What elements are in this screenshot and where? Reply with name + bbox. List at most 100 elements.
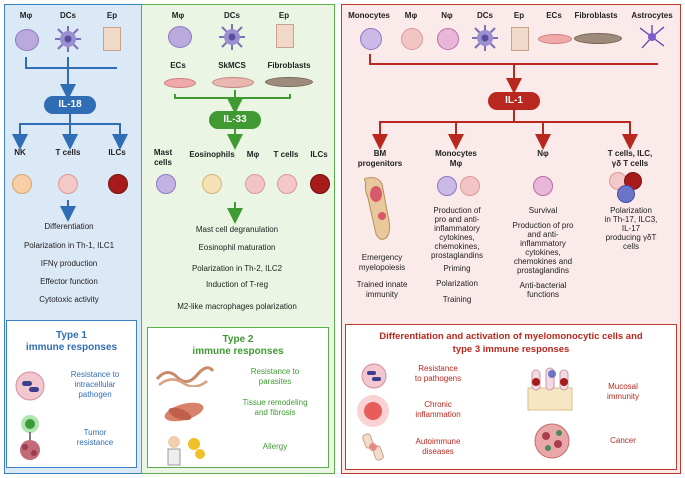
target-neutrophil: Nφ (537, 149, 549, 158)
bm-effect: Trained innate (356, 280, 408, 289)
type3-item-text: inflammation (415, 410, 461, 419)
neutrophil-effect: and anti- (527, 230, 559, 239)
cell-label-skmcs: SkMCS (218, 61, 246, 70)
t-cell-icon (58, 174, 78, 194)
cell-label-ep: Ep (513, 11, 525, 20)
t-cell-icon (277, 174, 297, 194)
il33-effect: Induction of T-reg (205, 280, 269, 289)
target-monocytes-line1: Monocytes (435, 149, 477, 158)
il33-effect: Polarization in Th-2, ILC2 (191, 264, 283, 273)
cell-label-ep: Ep (278, 11, 290, 20)
monocyte-effect: prostaglandins (430, 251, 484, 260)
gd-t-cell-icon (617, 185, 635, 203)
cell-label-dcs: DCs (476, 11, 493, 20)
type2-box (147, 327, 329, 468)
fibroblast-icon (574, 33, 622, 44)
il18-effect: Polarization in Th-1, ILC1 (23, 241, 115, 250)
cell-label-dcs: DCs (59, 11, 76, 20)
type1-title-line1: Type 1 (56, 330, 87, 341)
neutrophil-effect: functions (526, 290, 560, 299)
inflammation-icon (357, 395, 389, 427)
tumor-icon (20, 415, 40, 460)
skeletal-muscle-cell-icon (212, 77, 254, 88)
parasite-icon (155, 366, 215, 387)
neutrophil-effect: cytokines, (525, 248, 561, 257)
monocyte-effect: Production of (433, 206, 481, 215)
t-cell-effect: in Th-17, ILC3, (604, 215, 658, 224)
type2-title-line2: immune responses (192, 346, 284, 357)
il18-effect: Differentiation (44, 222, 94, 231)
bm-effect: immunity (365, 290, 398, 299)
type3-item-text: immunity (606, 392, 639, 401)
neutrophil-effect: Survival (528, 206, 558, 215)
type1-item-text: pathogen (78, 390, 112, 399)
pathogen-cell-icon (361, 363, 387, 389)
il18-hub: IL-18 (44, 96, 96, 114)
target-macrophage: Mφ (246, 150, 260, 159)
il33-effect: Mast cell degranulation (195, 225, 279, 234)
ilc-cell-icon (108, 174, 128, 194)
epithelial-cell-icon (103, 27, 121, 51)
neutrophil-icon (533, 176, 553, 196)
cancer-icon (534, 423, 570, 459)
target-t-cells: T cells (273, 150, 299, 159)
allergy-icon (167, 436, 205, 466)
monocyte-effect: Priming (443, 264, 471, 273)
dendritic-cell-icon (472, 25, 498, 51)
macrophage-icon (15, 29, 39, 51)
t-cell-effect: IL-17 (621, 224, 641, 233)
type3-item-text: to pathogens (414, 374, 462, 383)
target-ilcs: ILCs (310, 150, 328, 159)
type3-title-line2: type 3 immune responses (452, 344, 570, 355)
cell-label-ecs: ECs (546, 11, 562, 20)
monocyte-effect: cytokines, (439, 233, 475, 242)
neutrophil-effect: inflammatory (520, 239, 566, 248)
target-ilcs: ILCs (108, 148, 126, 157)
macrophage-icon (168, 26, 192, 48)
mast-cell-icon (156, 174, 176, 194)
neutrophil-icon (437, 28, 459, 50)
target-bm-line1: BM (373, 149, 387, 158)
monocyte-icon (437, 176, 457, 196)
nk-cell-icon (12, 174, 32, 194)
epithelial-cell-icon (276, 24, 294, 48)
joint-icon (362, 433, 384, 461)
t-cell-effect: Polarization (610, 206, 652, 215)
type2-item-text: Tissue remodeling (242, 398, 308, 407)
astrocyte-icon (639, 25, 665, 49)
type1-item-text: Resistance to (70, 370, 120, 379)
t-cell-effect: producing γδT (605, 233, 657, 242)
cell-label-macrophage: Mφ (19, 11, 33, 20)
monocyte-effect: chemokines, (434, 242, 480, 251)
type2-item-text: and fibrosis (254, 408, 296, 417)
macrophage-icon (245, 174, 265, 194)
type3-item-text: Chronic (424, 400, 452, 409)
dendritic-cell-icon (219, 24, 245, 50)
eosinophil-icon (202, 174, 222, 194)
il33-hub: IL-33 (209, 111, 261, 129)
cell-label-neutrophil: Nφ (441, 11, 453, 20)
il33-effect: Eosinophil maturation (198, 243, 276, 252)
target-mast-cells-line1: Mast (153, 148, 173, 157)
endothelial-cell-icon (538, 34, 572, 44)
endothelial-cell-icon (164, 78, 196, 88)
type3-item-text: diseases (422, 447, 454, 456)
monocyte-effect: pro and anti- (434, 215, 480, 224)
bone-marrow-icon (363, 177, 391, 240)
fibroblast-icon (265, 77, 313, 87)
neutrophil-effect: chemokines and (513, 257, 573, 266)
mucosa-icon (527, 367, 573, 411)
type3-box (345, 324, 677, 470)
type3-item-text: Cancer (610, 436, 636, 445)
bm-effect: myelopoiesis (358, 263, 406, 272)
neutrophil-effect: Anti-bacterial (519, 281, 567, 290)
cell-label-macrophage: Mφ (404, 11, 418, 20)
il18-effect: IFNγ production (40, 259, 98, 268)
target-t-cells-line1: T cells, ILC, (607, 149, 653, 158)
target-bm-line2: progenitors (357, 159, 403, 168)
cell-label-dcs: DCs (223, 11, 240, 20)
type3-item-text: Autoimmune (415, 437, 461, 446)
target-t-cells: T cells (55, 148, 81, 157)
monocyte-effect: Polarization (436, 279, 478, 288)
macrophage-icon (460, 176, 480, 196)
